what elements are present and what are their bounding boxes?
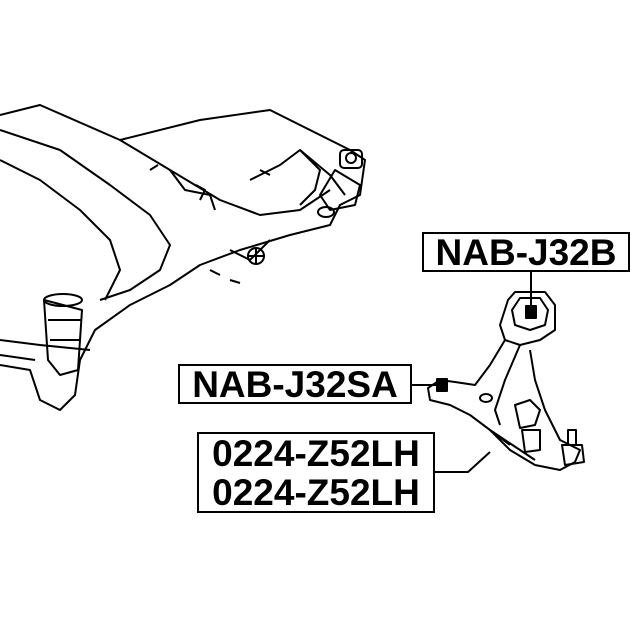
part-number: 0224-Z52LH	[212, 471, 420, 513]
part-label-upper-bushing: NAB-J32B	[422, 232, 630, 272]
lower-arm-drawing	[427, 291, 585, 471]
part-number: NAB-J32B	[435, 231, 617, 273]
leader-lines	[412, 272, 537, 473]
part-label-front-bushing: NAB-J32SA	[178, 364, 412, 404]
part-number: NAB-J32SA	[192, 363, 398, 405]
part-number: 0224-Z52LH	[212, 432, 420, 474]
part-label-control-arm: 0224-Z52LH 0224-Z52LH	[197, 432, 435, 513]
subframe-drawing	[0, 104, 366, 411]
